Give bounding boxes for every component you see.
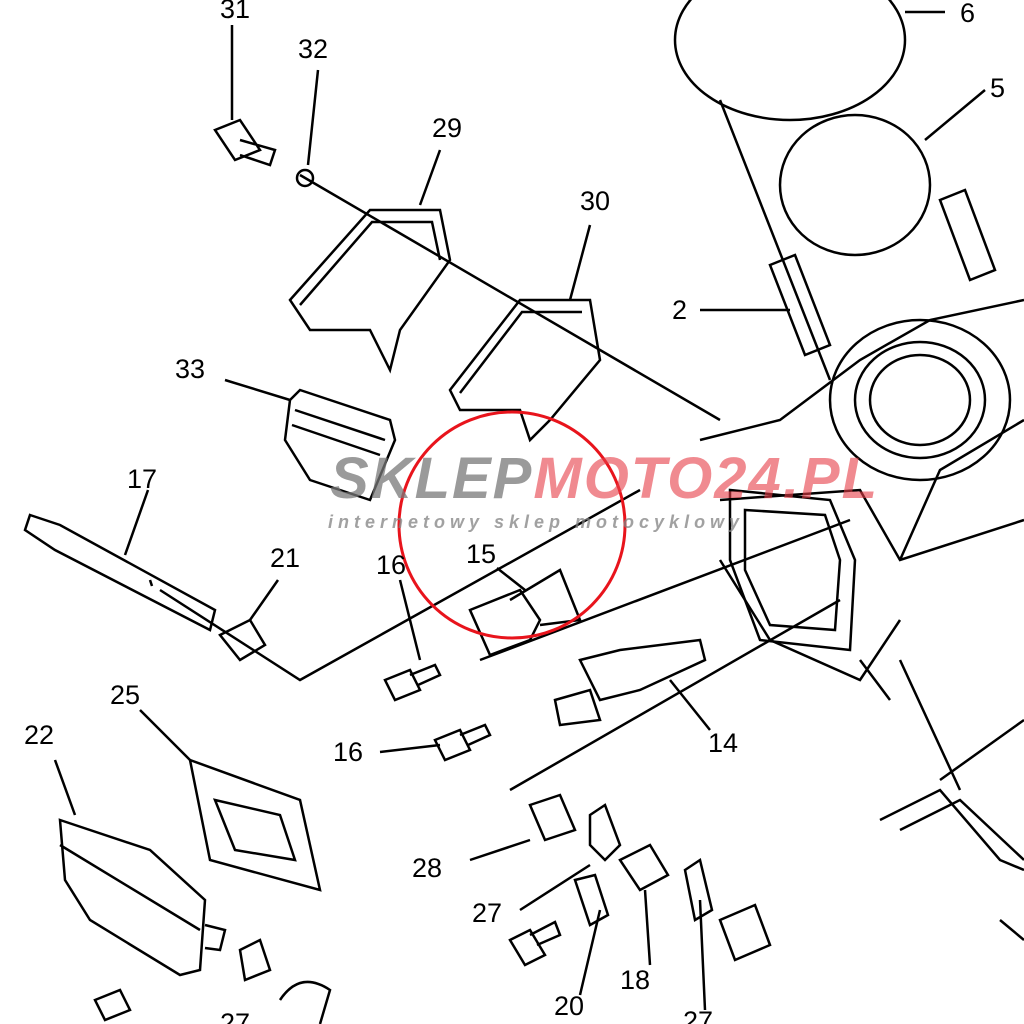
label-16-upper: 16: [376, 550, 407, 580]
label-27-right: 27: [683, 1006, 714, 1024]
lower-housing: [879, 718, 1024, 941]
label-6: 6: [960, 0, 976, 28]
washer-32: [295, 168, 315, 188]
label-16-lower: 16: [333, 737, 364, 767]
label-22: 22: [24, 720, 55, 750]
plate-20: [573, 873, 610, 927]
intake-flange: [728, 488, 857, 652]
cover-22: [58, 818, 227, 977]
shaft-17: [23, 513, 217, 632]
label-28: 28: [412, 853, 443, 883]
part-18: [618, 843, 670, 892]
label-30: 30: [580, 186, 611, 216]
label-27-bottom: 27: [220, 1008, 251, 1024]
label-14: 14: [708, 728, 739, 758]
bolt-16a: [383, 663, 442, 702]
studs-2: [768, 188, 997, 357]
label-32: 32: [298, 34, 329, 64]
label-31: 31: [220, 0, 251, 24]
label-2: 2: [672, 295, 688, 325]
spring-27: [588, 803, 714, 922]
label-15: 15: [466, 539, 497, 569]
bolt-16b: [433, 723, 492, 762]
label-21: 21: [270, 543, 301, 573]
label-20: 20: [554, 991, 585, 1021]
part-15: [468, 568, 582, 657]
leader-lines: [53, 10, 986, 1011]
watermark-logo: SKLEPMOTO24.PL: [330, 450, 879, 508]
bushing-21: [218, 618, 267, 662]
label-18: 18: [620, 965, 651, 995]
label-5: 5: [990, 73, 1006, 103]
bolt-31: [213, 118, 277, 167]
gasket-29: [288, 208, 452, 374]
collar-28: [528, 793, 577, 842]
part-14: [553, 638, 707, 727]
label-25: 25: [110, 680, 141, 710]
watermark-tagline: internetowy sklep motocyklowy: [328, 512, 745, 532]
highlight-circle: [397, 410, 627, 640]
alignment-lines: [159, 99, 962, 792]
o-ring-5: [778, 113, 932, 257]
reed-valve-33: [283, 388, 397, 502]
watermark-brand-gray: SKLEP: [330, 446, 534, 511]
label-17: 17: [127, 464, 158, 494]
label-33: 33: [175, 354, 206, 384]
label-27-left: 27: [472, 898, 503, 928]
gasket-25: [188, 758, 322, 892]
collar-27: [718, 903, 772, 962]
o-ring-6: [673, 0, 907, 122]
label-29: 29: [432, 113, 463, 143]
watermark-brand-red: MOTO24.PL: [533, 446, 880, 511]
cylinder-block: [699, 298, 1024, 701]
